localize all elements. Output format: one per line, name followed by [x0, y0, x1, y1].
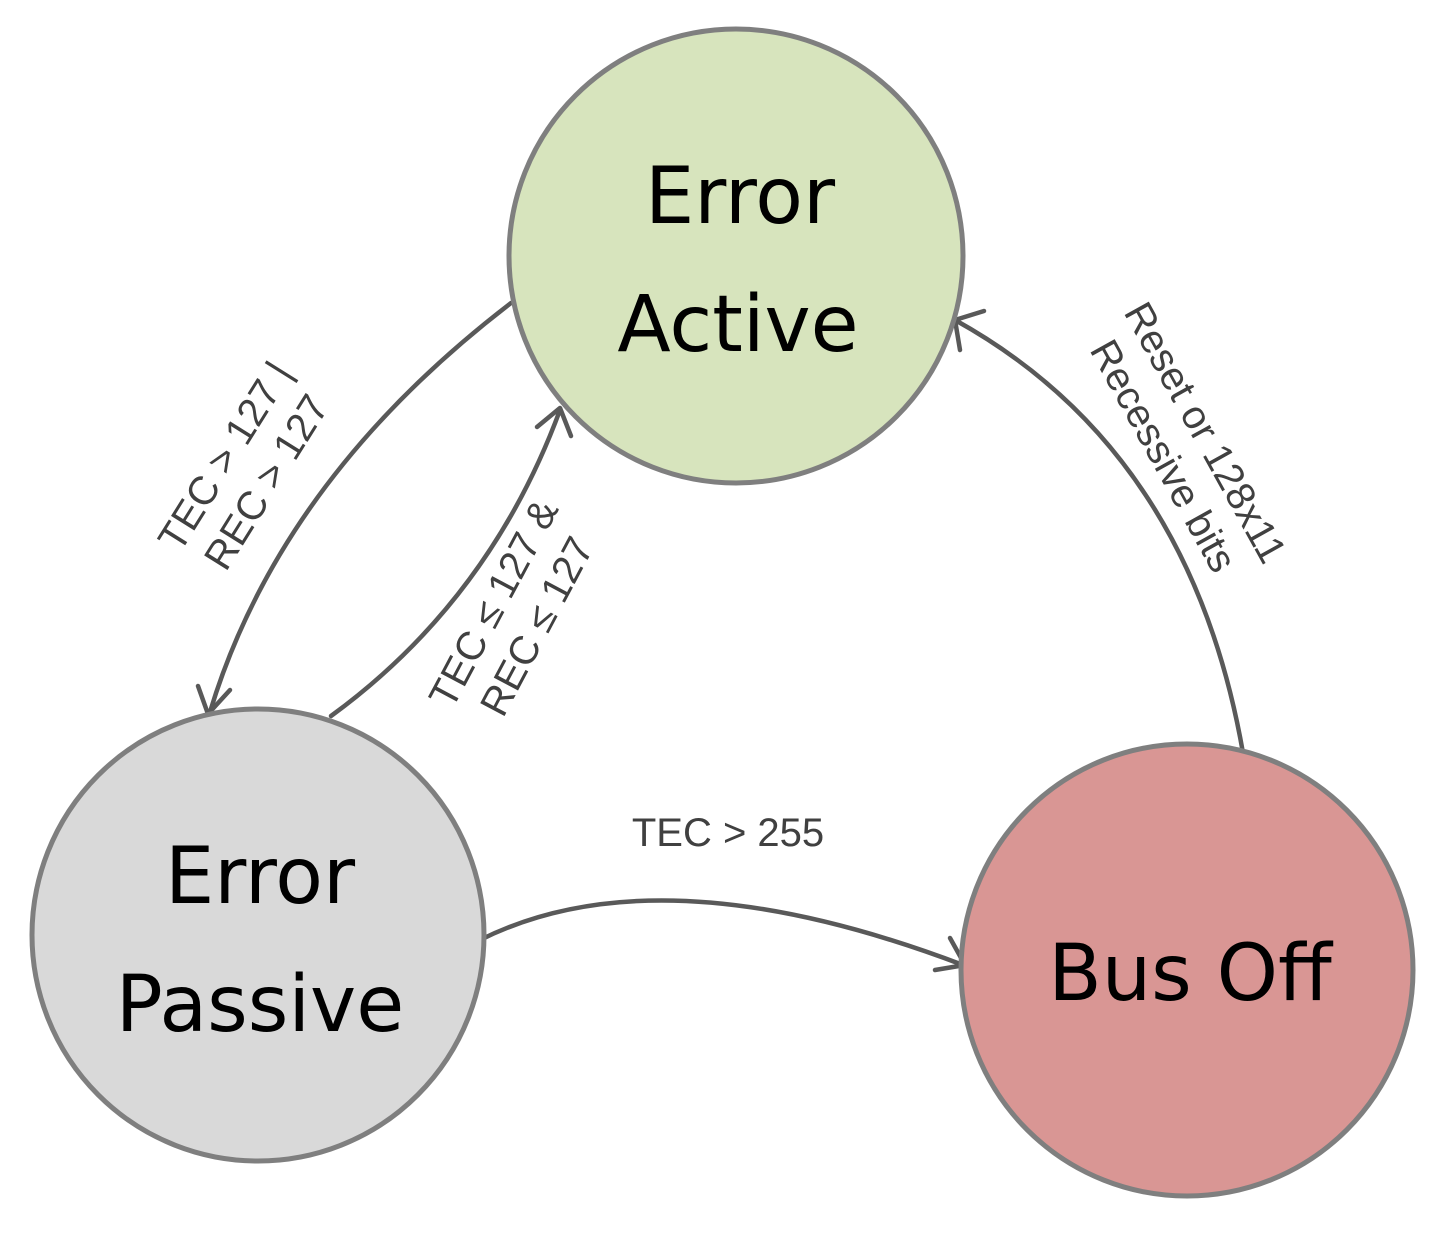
- state-error-active-label-line1: Error: [645, 152, 836, 242]
- state-bus-off-label: Bus Off: [1048, 929, 1334, 1019]
- state-error-passive: Error Passive: [29, 706, 487, 1164]
- label-passive-to-busoff-text: TEC > 255: [632, 811, 824, 855]
- state-bus-off: Bus Off: [958, 741, 1416, 1199]
- edge-busoff-to-active-line: [952, 317, 1246, 756]
- state-error-active-label-line2: Active: [617, 280, 858, 370]
- state-error-passive-circle: [29, 706, 487, 1164]
- edge-passive-to-active-line: [328, 407, 563, 719]
- state-error-passive-label-line1: Error: [165, 832, 356, 922]
- edge-passive-to-busoff: [477, 898, 968, 973]
- edge-passive-to-busoff-line: [477, 898, 966, 968]
- edge-passive-to-active: [328, 405, 574, 719]
- edge-passive-to-active-arrowhead: [534, 405, 574, 439]
- label-active-to-passive: TEC > 127 | REC > 127: [150, 354, 338, 577]
- state-bus-off-circle: [958, 741, 1416, 1199]
- state-error-active: Error Active: [506, 26, 966, 486]
- edge-active-to-passive-line: [207, 300, 514, 715]
- state-error-active-circle: [506, 26, 966, 486]
- label-passive-to-busoff: TEC > 255: [632, 811, 824, 855]
- label-passive-to-active: TEC ≤ 127 & REC ≤ 127: [421, 492, 603, 723]
- state-error-passive-label-line2: Passive: [116, 960, 404, 1050]
